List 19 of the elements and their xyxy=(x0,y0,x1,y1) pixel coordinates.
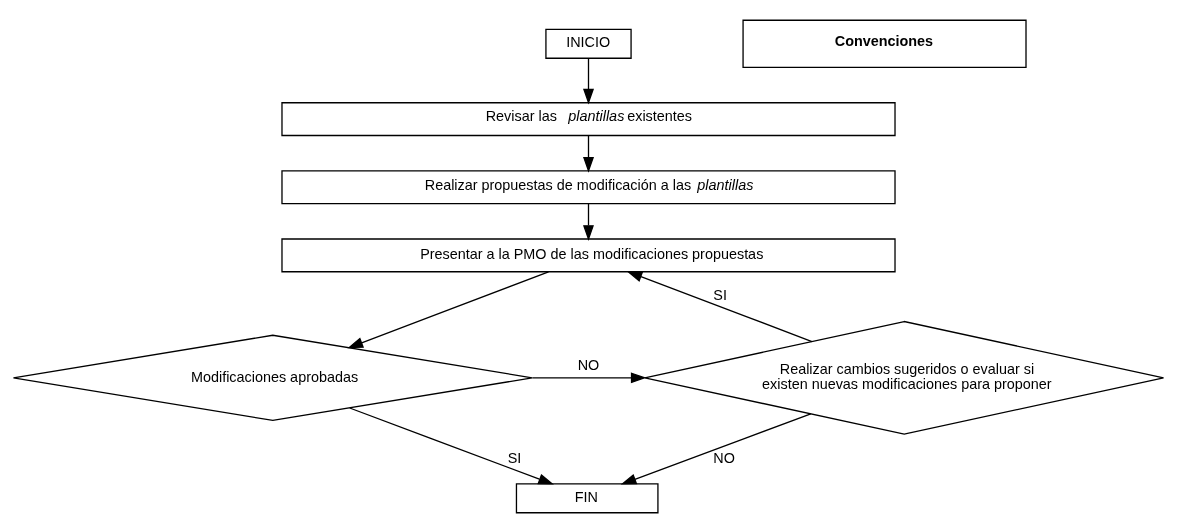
node-box: Realizar propuestas de modificación a las plantillas xyxy=(281,169,896,204)
label: Convenciones xyxy=(834,32,934,49)
arrow xyxy=(620,412,812,485)
node-box: FIN xyxy=(515,482,659,513)
arrow xyxy=(583,57,594,105)
node-diamond: Realizar cambios sugeridos o evaluar si existen nuevas modificaciones para proponer xyxy=(644,320,1165,435)
node-box: INICIO xyxy=(545,28,632,59)
arrow xyxy=(583,134,594,173)
arrow xyxy=(347,270,550,348)
edge-label: SI xyxy=(713,286,727,303)
arrow xyxy=(583,202,594,241)
arrow xyxy=(349,406,554,485)
arrow xyxy=(626,270,813,342)
node-box: Presentar a la PMO de las modificaciones propuestas xyxy=(281,237,896,272)
edge-label: SI xyxy=(507,449,522,466)
edge-label: NO xyxy=(577,356,600,373)
arrow xyxy=(531,371,647,383)
edge-label: NO xyxy=(713,449,735,466)
node-box: Revisar las plantillas existentes xyxy=(281,101,896,136)
